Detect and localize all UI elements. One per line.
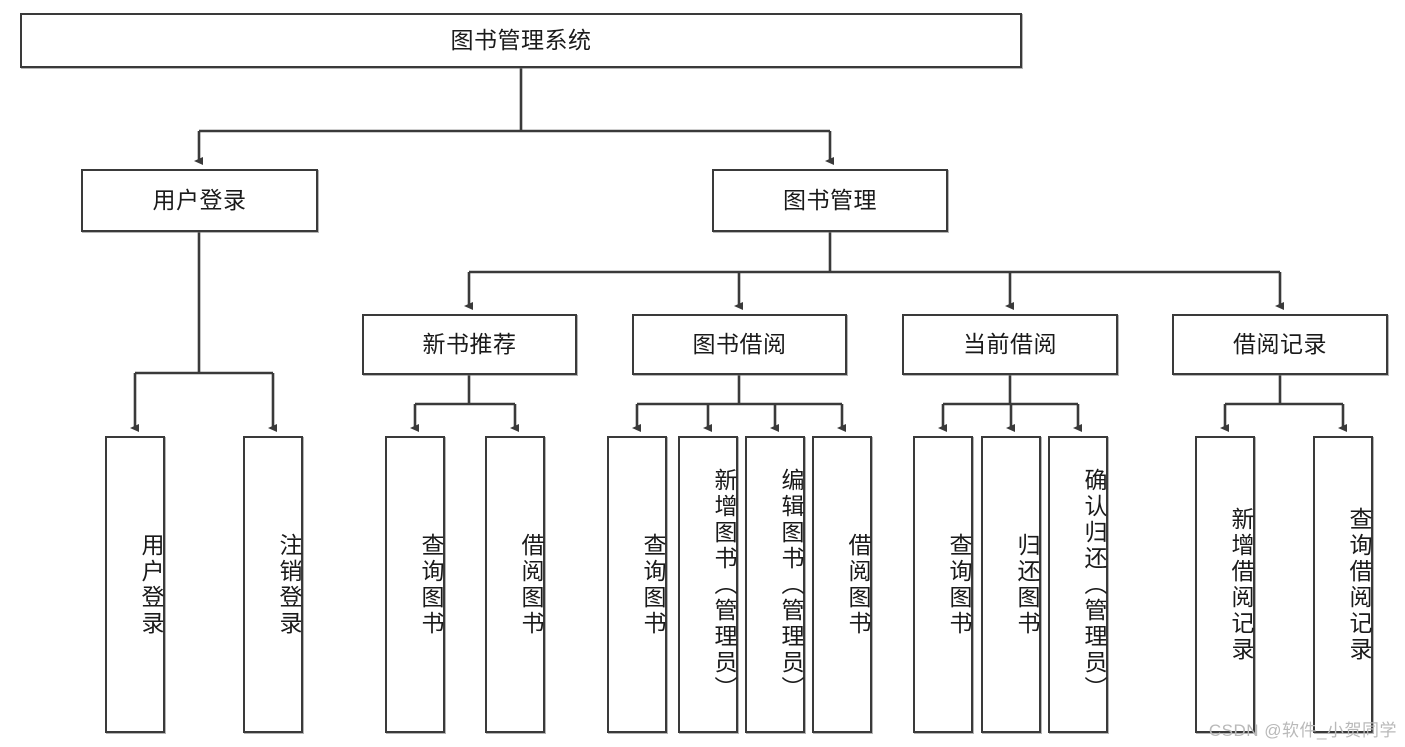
node-label: 注销登录 <box>276 532 302 637</box>
node-label: 查询借阅记录 <box>1346 506 1372 663</box>
leaf-user-login-logout[interactable]: 注销登录 <box>243 436 303 733</box>
leaf-book-borrow-add-admin[interactable]: 新增图书（管理员） <box>678 436 738 733</box>
node-label: 用户登录 <box>138 532 164 637</box>
node-label: 新书推荐 <box>422 330 517 357</box>
leaf-book-borrow-edit-admin[interactable]: 编辑图书（管理员） <box>745 436 805 733</box>
node-label: 图书管理 <box>783 186 877 213</box>
node-label: 用户登录 <box>152 186 247 213</box>
leaf-book-borrow-query[interactable]: 查询图书 <box>607 436 667 733</box>
leaf-current-borrow-query[interactable]: 查询图书 <box>913 436 973 733</box>
node-label: 编辑图书（管理员） <box>778 467 804 702</box>
leaf-borrow-record-query[interactable]: 查询借阅记录 <box>1313 436 1373 733</box>
leaf-new-book-borrow[interactable]: 借阅图书 <box>485 436 545 733</box>
leaf-current-borrow-return[interactable]: 归还图书 <box>981 436 1041 733</box>
node-current-borrow[interactable]: 当前借阅 <box>902 314 1118 375</box>
leaf-new-book-query[interactable]: 查询图书 <box>385 436 445 733</box>
leaf-current-borrow-confirm-return-admin[interactable]: 确认归还（管理员） <box>1048 436 1108 733</box>
node-label: 借阅图书 <box>845 532 871 637</box>
node-label: 新增图书（管理员） <box>711 467 737 702</box>
node-label: 图书借阅 <box>692 330 787 357</box>
node-borrow-record[interactable]: 借阅记录 <box>1172 314 1388 375</box>
node-root-book-management-system[interactable]: 图书管理系统 <box>20 13 1022 68</box>
node-new-book-recommend[interactable]: 新书推荐 <box>362 314 577 375</box>
node-book-borrow[interactable]: 图书借阅 <box>632 314 847 375</box>
leaf-user-login-login[interactable]: 用户登录 <box>105 436 165 733</box>
node-label: 借阅图书 <box>518 532 544 637</box>
node-label: 借阅记录 <box>1233 330 1327 357</box>
node-label: 当前借阅 <box>963 330 1057 357</box>
node-label: 图书管理系统 <box>450 26 592 53</box>
leaf-borrow-record-add[interactable]: 新增借阅记录 <box>1195 436 1255 733</box>
node-label: 新增借阅记录 <box>1228 506 1254 663</box>
node-book-management[interactable]: 图书管理 <box>712 169 948 232</box>
node-user-login[interactable]: 用户登录 <box>81 169 318 232</box>
leaf-book-borrow-borrow[interactable]: 借阅图书 <box>812 436 872 733</box>
node-label: 查询图书 <box>946 532 972 637</box>
watermark: CSDN @软件_小贺同学 <box>1208 721 1397 740</box>
node-label: 查询图书 <box>418 532 444 637</box>
node-label: 查询图书 <box>640 532 666 637</box>
node-label: 确认归还（管理员） <box>1081 467 1107 702</box>
node-label: 归还图书 <box>1014 532 1040 637</box>
